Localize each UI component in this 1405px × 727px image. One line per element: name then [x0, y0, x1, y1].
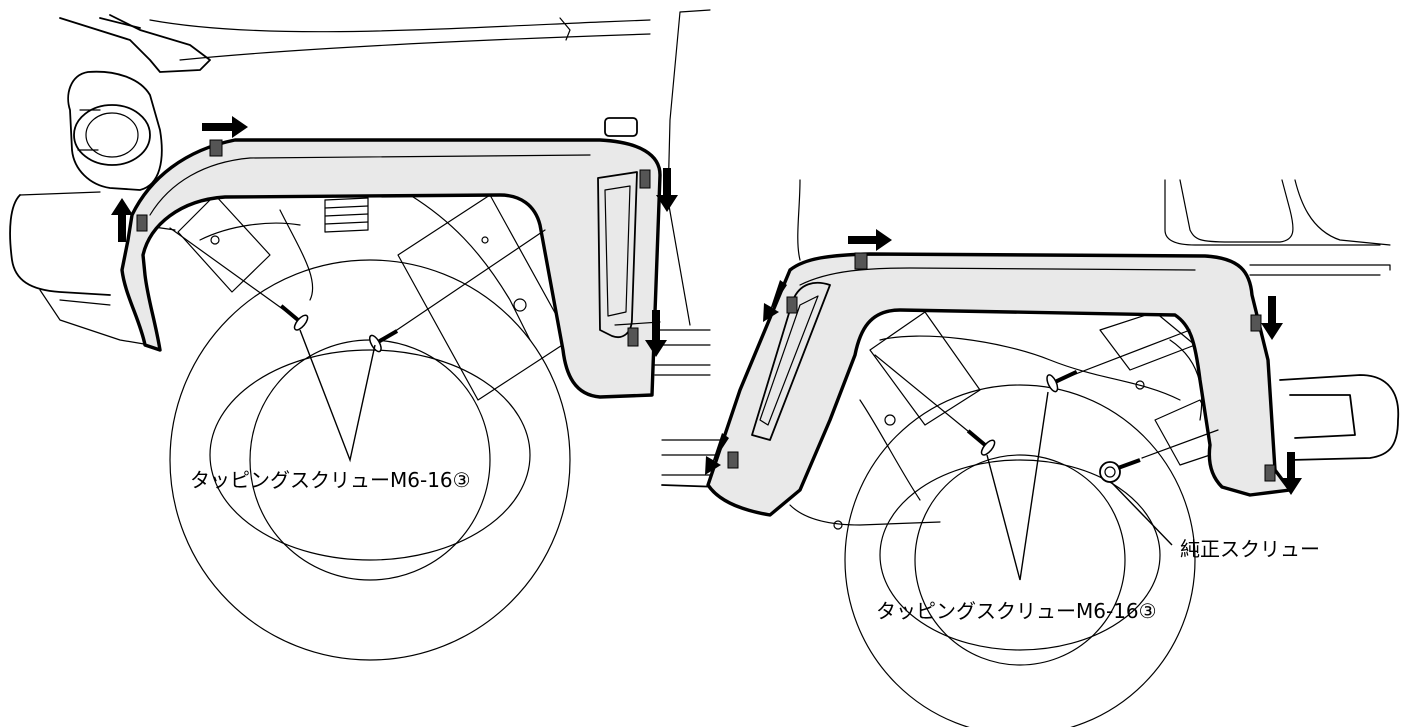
arrow-down-left-icon — [705, 433, 729, 475]
front-fender-illustration — [9, 9, 711, 661]
front-screw-callout: タッピングスクリューM6-16③ — [190, 468, 471, 492]
arrow-right-icon — [848, 229, 892, 251]
rear-screw-callout: タッピングスクリューM6-16③ — [876, 599, 1157, 623]
tapping-screw-icon — [1046, 370, 1078, 393]
genuine-screw-callout: 純正スクリュー — [1180, 537, 1320, 561]
arrow-down-icon — [1280, 452, 1302, 495]
arrow-up-icon — [111, 198, 133, 242]
arrow-down-icon — [1261, 296, 1283, 340]
arrow-down-icon — [645, 310, 667, 357]
arrow-right-icon — [202, 116, 248, 138]
arrow-down-icon — [656, 168, 678, 212]
genuine-screw-icon — [1099, 458, 1141, 483]
arrow-down-left-icon — [763, 280, 787, 322]
rear-fender-illustration — [661, 179, 1400, 727]
